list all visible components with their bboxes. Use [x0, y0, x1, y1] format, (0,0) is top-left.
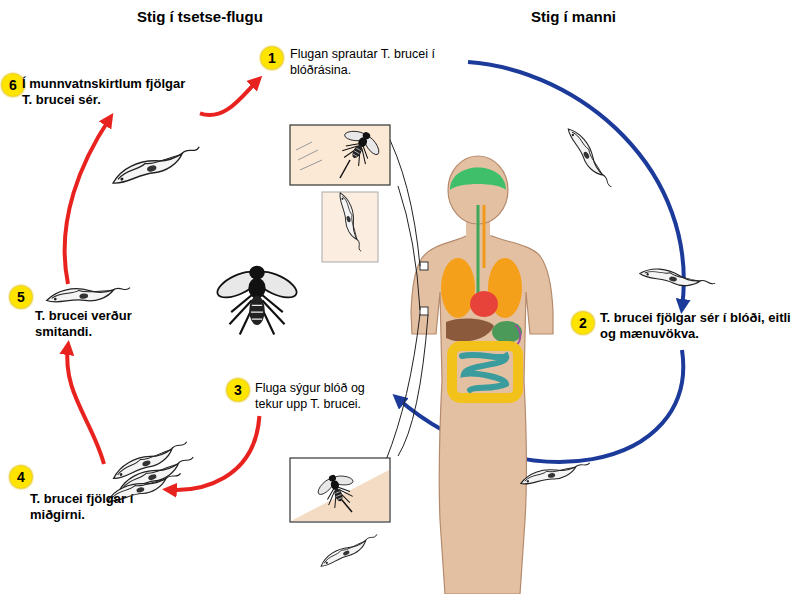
- callout-number: 6: [2, 74, 24, 96]
- stage-description: Fluga sýgur blóð og tekur upp T. brucei.: [255, 380, 395, 412]
- human-body: [411, 156, 553, 594]
- callout-number: 1: [261, 47, 283, 69]
- stage-description: T. brucei verður smitandi.: [35, 308, 155, 340]
- callout-number: 3: [227, 379, 249, 401]
- callout-number: 2: [572, 312, 594, 334]
- stage-description: Flugan sprautar T. brucei í blóðrásina.: [290, 46, 465, 78]
- stage-callout: 4 T. brucei fjölgar í miðgirni.: [8, 464, 168, 528]
- bite-inset: [290, 122, 390, 262]
- leader-lines: [384, 128, 428, 460]
- tsetse-fly: [214, 266, 300, 335]
- stage-callout: 6Í munnvatnskirtlum fjölgar T. brucei sé…: [0, 72, 200, 118]
- callout-number: 4: [10, 466, 32, 488]
- stage-description: Í munnvatnskirtlum fjölgar T. brucei sér…: [22, 76, 197, 108]
- stage-callout: 2 T. brucei fjölgar sér í blóði, eitli og…: [570, 308, 794, 350]
- cycle-arrow: [65, 118, 110, 284]
- stage-callout: 1 Flugan sprautar T. brucei í blóðrásina.: [258, 44, 468, 84]
- cycle-arrow: [200, 80, 258, 115]
- section-heading: Stig í tsetse-flugu: [137, 8, 263, 25]
- callout-number: 5: [10, 286, 32, 308]
- stage-callout: 5T. brucei verður smitandi.: [8, 284, 158, 346]
- cycle-arrow: [67, 346, 104, 464]
- stage-description: T. brucei fjölgar í miðgirni.: [30, 491, 162, 523]
- stage-description: T. brucei fjölgar sér í blóði, eitli og …: [600, 310, 792, 342]
- stage-callout: 3 Fluga sýgur blóð og tekur upp T. brucei…: [225, 376, 397, 416]
- feeding-inset: [290, 458, 390, 569]
- section-heading: Stig í manni: [531, 8, 616, 25]
- cycle-arrow: [168, 416, 259, 490]
